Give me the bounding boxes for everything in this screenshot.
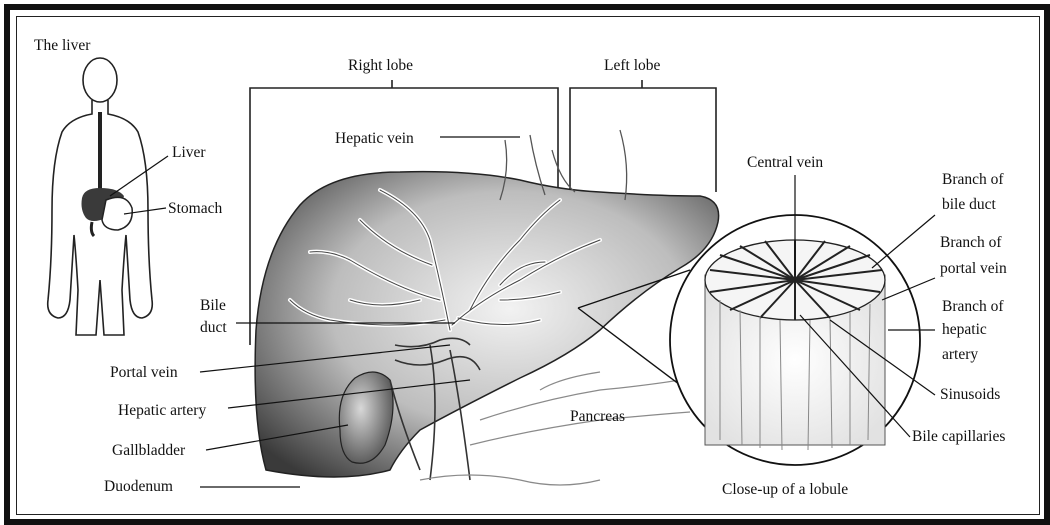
label-branch-bile-duct-line1: Branch of <box>942 170 1004 191</box>
label-hepatic-vein: Hepatic vein <box>335 129 414 150</box>
label-branch-portal-vein-line2: portal vein <box>940 259 1007 280</box>
label-duodenum: Duodenum <box>104 477 173 498</box>
label-sinusoids: Sinusoids <box>940 385 1000 406</box>
label-body-stomach: Stomach <box>168 199 222 220</box>
label-body-liver: Liver <box>172 143 206 164</box>
label-pancreas: Pancreas <box>570 407 625 428</box>
label-bile-duct-line2: duct <box>200 318 227 339</box>
left-lobe-bracket <box>570 88 716 192</box>
label-branch-hepatic-artery-line3: artery <box>942 345 978 366</box>
label-portal-vein: Portal vein <box>110 363 178 384</box>
label-branch-portal-vein-line1: Branch of <box>940 233 1002 254</box>
label-gallbladder: Gallbladder <box>112 441 185 462</box>
label-central-vein: Central vein <box>747 153 823 174</box>
label-hepatic-artery: Hepatic artery <box>118 401 206 422</box>
label-branch-hepatic-artery-line1: Branch of <box>942 297 1004 318</box>
liver-organ <box>255 130 719 477</box>
label-left-lobe: Left lobe <box>604 56 660 77</box>
label-closeup-caption: Close-up of a lobule <box>722 480 848 501</box>
body-head <box>83 58 117 102</box>
body-gut <box>91 222 94 236</box>
label-branch-bile-duct-line2: bile duct <box>942 195 996 216</box>
label-branch-hepatic-artery-line2: hepatic <box>942 320 987 341</box>
diagram-title: The liver <box>34 36 90 57</box>
label-right-lobe: Right lobe <box>348 56 413 77</box>
label-bile-duct-line1: Bile <box>200 296 226 317</box>
label-bile-capillaries: Bile capillaries <box>912 427 1005 448</box>
